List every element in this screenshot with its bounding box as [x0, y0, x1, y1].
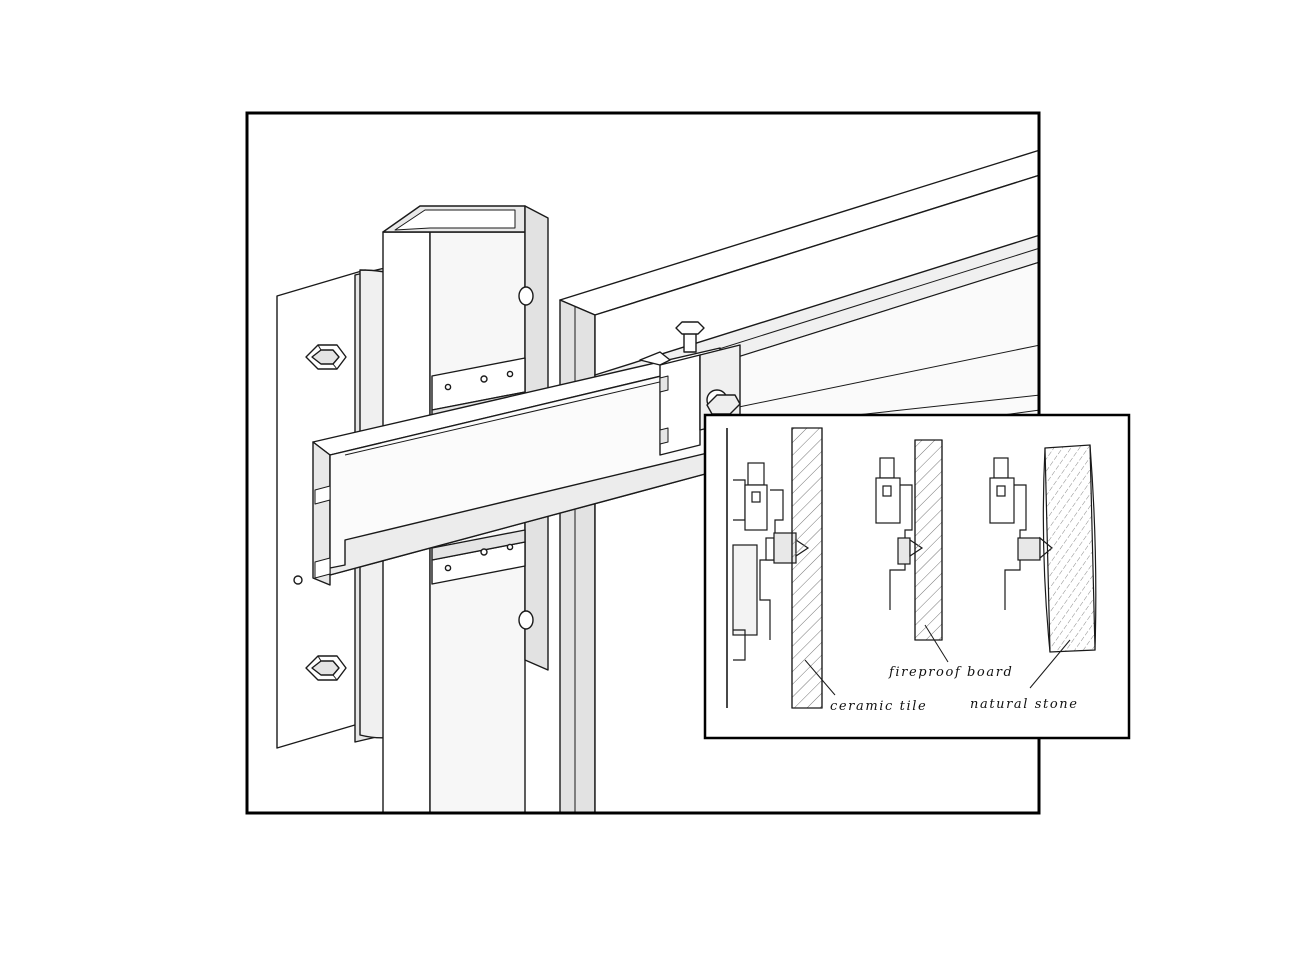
- hook-top-bolt: [675, 321, 705, 353]
- column-side-bolt-bottom: [518, 610, 534, 630]
- anchor-bolt-top: [305, 344, 347, 370]
- label-fireproof-board: fireproof board: [888, 665, 1013, 680]
- rivet: [293, 575, 303, 585]
- lower-clip-plate: [431, 529, 526, 585]
- detail-fireproof-board: [875, 439, 949, 663]
- detail-inset: fireproof board ceramic tile natural sto…: [703, 413, 1131, 740]
- detail-ceramic-tile: [726, 427, 823, 709]
- column-side-bolt-top: [518, 286, 534, 306]
- label-ceramic-tile: ceramic tile: [830, 699, 927, 714]
- detail-natural-stone: [804, 444, 1097, 696]
- horizontal-channel-rail: [312, 347, 721, 586]
- panel-hanging-hook: [639, 344, 741, 456]
- anchor-bolt-bottom: [305, 655, 347, 681]
- label-natural-stone: natural stone: [970, 697, 1079, 712]
